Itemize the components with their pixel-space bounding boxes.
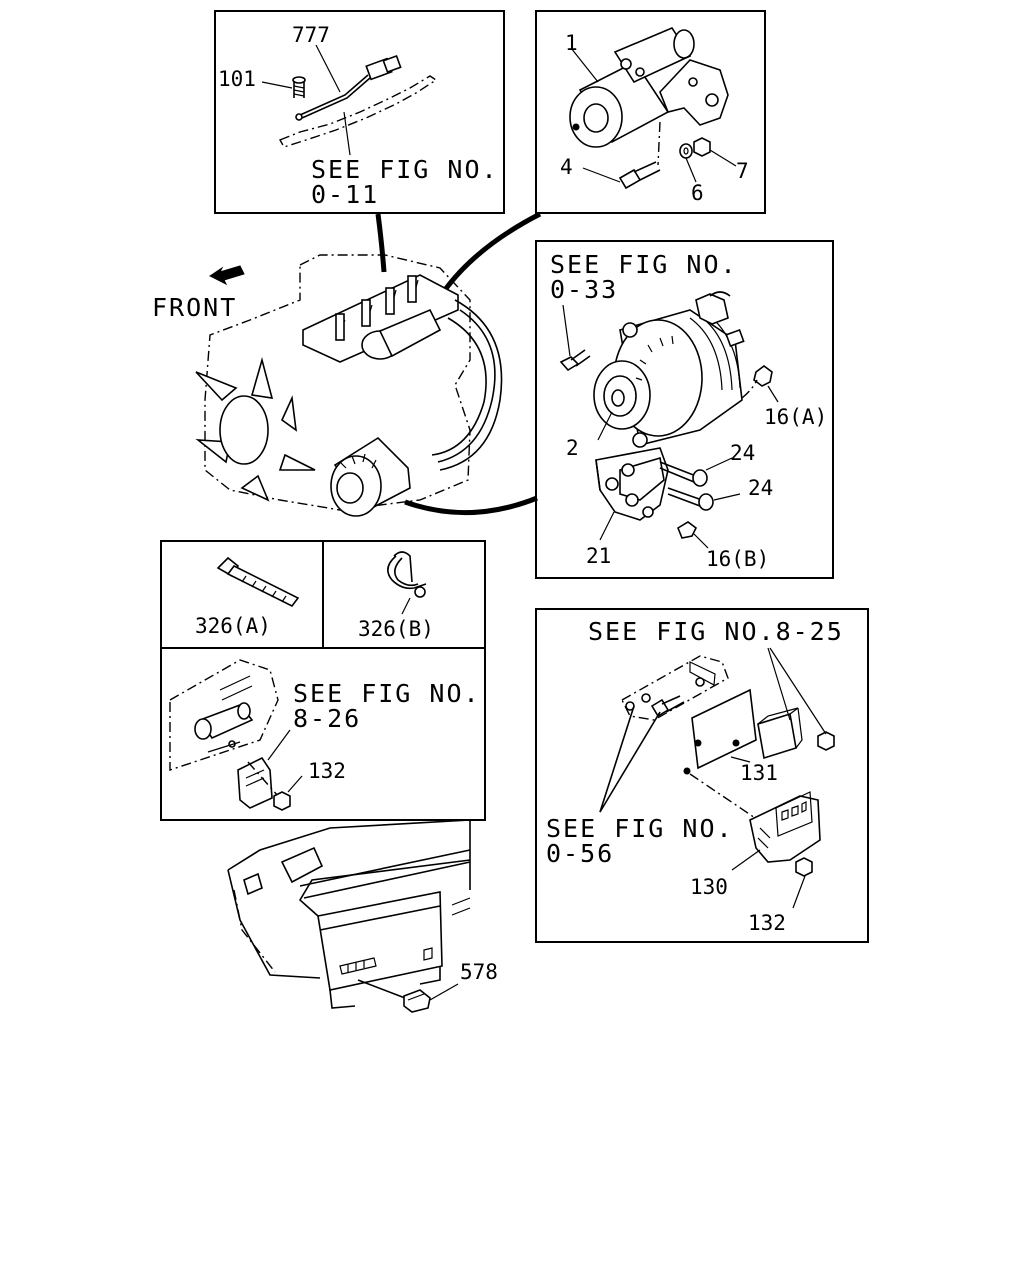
part-6-label: 6 xyxy=(691,181,704,205)
connector-578-icon xyxy=(403,989,431,1013)
bolt-4-icon xyxy=(618,161,661,190)
starter-motor-icon xyxy=(569,27,729,148)
cable-tie-326a-icon xyxy=(216,556,300,608)
ref-fig-0-56-line2: 0-56 xyxy=(546,839,614,868)
ref-fig-0-11-line1: SEE FIG NO. xyxy=(311,155,499,184)
engine-overview: FRONT xyxy=(152,211,542,517)
ref-fig-0-11-line2: 0-11 xyxy=(311,180,379,209)
ref-fig-0-33-line2: 0-33 xyxy=(550,275,618,304)
part-777-label: 777 xyxy=(292,23,330,47)
part-326a-label: 326(A) xyxy=(195,614,271,638)
front-arrow-icon xyxy=(209,265,245,286)
bolt-16b-icon xyxy=(677,521,698,539)
part-4-label: 4 xyxy=(560,155,573,179)
part-130-label: 130 xyxy=(690,875,728,899)
ref-fig-8-26-line1: SEE FIG NO. xyxy=(293,679,481,708)
relay-bracket-icon xyxy=(169,659,279,809)
part-101-label: 101 xyxy=(218,67,256,91)
harness-panel: 777 101 SEE FIG NO. 0-11 xyxy=(214,10,505,214)
alternator-panel: SEE FIG NO. 0-33 xyxy=(535,240,834,579)
harness-cable-icon xyxy=(295,54,402,121)
support-bracket-icon xyxy=(621,655,729,721)
fan-icon xyxy=(195,356,316,502)
relay-icon xyxy=(757,712,797,760)
bracket-21-icon xyxy=(595,447,669,521)
bolt-101-icon xyxy=(292,76,306,98)
part-16b-label: 16(B) xyxy=(706,547,769,571)
part-7-label: 7 xyxy=(736,159,749,183)
nut-7-icon xyxy=(693,137,711,157)
part-24a-label: 24 xyxy=(730,441,755,465)
part-132-left-label: 132 xyxy=(308,759,346,783)
bolt-24b-icon xyxy=(667,487,714,511)
clips-panel: 326(A) 326(B) SEE FIG NO. 8-26 132 xyxy=(160,540,486,821)
alternator-icon xyxy=(593,291,745,448)
nut-132-right-icon xyxy=(795,857,813,877)
controller-130-icon xyxy=(749,791,821,863)
part-2-label: 2 xyxy=(566,436,579,460)
plate-131-icon xyxy=(691,688,757,770)
part-21-label: 21 xyxy=(586,544,611,568)
dashboard-detail: 578 xyxy=(227,819,498,1013)
part-1-label: 1 xyxy=(565,31,578,55)
part-131-label: 131 xyxy=(740,761,778,785)
front-label: FRONT xyxy=(152,293,237,322)
ref-fig-8-25: SEE FIG NO.8-25 xyxy=(588,617,844,646)
bolt-24a-icon xyxy=(659,461,708,487)
engine-alternator-icon xyxy=(330,436,411,517)
clip-326b-icon xyxy=(387,551,427,598)
control-unit-panel: SEE FIG NO.8-25 xyxy=(535,608,869,943)
bolt-16a-icon xyxy=(753,365,773,387)
washer-6-icon xyxy=(679,143,693,159)
nut-132-left-icon xyxy=(273,791,291,811)
part-578-label: 578 xyxy=(460,960,498,984)
part-24b-label: 24 xyxy=(748,476,773,500)
ref-fig-0-56-line1: SEE FIG NO. xyxy=(546,814,734,843)
ref-fig-8-26-line2: 8-26 xyxy=(293,704,361,733)
part-132-right-label: 132 xyxy=(748,911,786,935)
part-16a-label: 16(A) xyxy=(764,405,827,429)
ref-fig-0-33-line1: SEE FIG NO. xyxy=(550,250,738,279)
starter-panel: 1 4 6 7 xyxy=(535,10,766,214)
part-326b-label: 326(B) xyxy=(358,617,434,641)
